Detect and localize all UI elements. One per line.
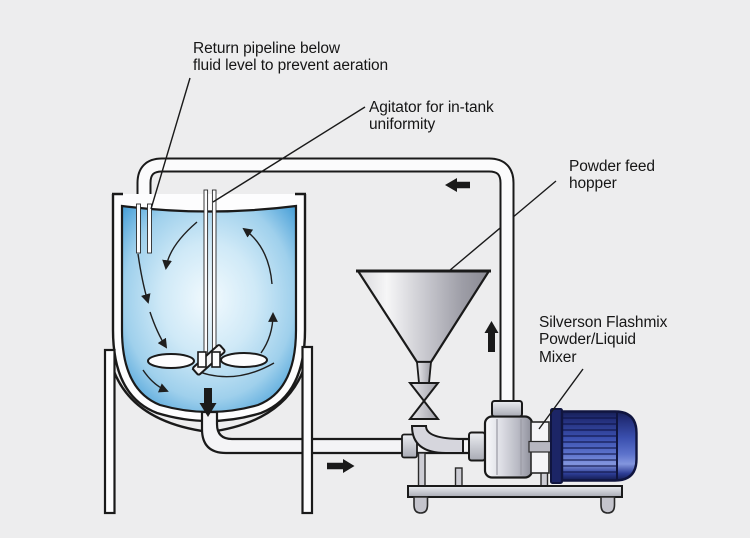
drive-shaft bbox=[528, 440, 552, 453]
flow-arrow-up-icon bbox=[484, 321, 499, 352]
label-return-pipeline-line1: Return pipeline below bbox=[193, 40, 340, 57]
label-agitator-line2: uniformity bbox=[369, 116, 436, 134]
circulation-arrow-down-left bbox=[162, 221, 198, 270]
label-return-pipeline: Return pipeline below fluid level to pre… bbox=[193, 40, 388, 75]
tank-leg-right bbox=[301, 345, 314, 515]
leader-line-agitator bbox=[212, 106, 366, 203]
flow-arrow-right-icon bbox=[327, 459, 355, 473]
circulation-arrow-up-right-2 bbox=[260, 312, 278, 354]
circulation-arrow-down-wall-2 bbox=[149, 311, 168, 349]
pump-inlet-flange bbox=[468, 431, 486, 462]
mixing-tank bbox=[111, 192, 307, 423]
dip-tube-wall bbox=[147, 203, 152, 254]
label-mixer-line2: Powder/Liquid bbox=[539, 331, 636, 349]
label-mixer-line3: Mixer bbox=[539, 348, 577, 366]
stand-post bbox=[417, 452, 426, 488]
base-foot bbox=[600, 496, 616, 514]
label-powder-hopper-line1: Powder feed bbox=[569, 158, 655, 175]
powder-feed-hopper bbox=[355, 269, 492, 454]
butterfly-valve-icon bbox=[407, 399, 441, 420]
tank-leg-left bbox=[103, 348, 116, 515]
label-powder-hopper: Powder feed hopper bbox=[569, 158, 655, 193]
hopper-funnel bbox=[355, 269, 492, 364]
circulation-arrow-down-wall bbox=[137, 253, 151, 304]
hopper-neck bbox=[416, 361, 432, 384]
label-agitator-line1: Agitator for in-tank bbox=[369, 99, 494, 116]
butterfly-valve-icon bbox=[407, 382, 441, 403]
pipe-coupling bbox=[401, 433, 418, 459]
return-pipe-dip-tube bbox=[136, 203, 152, 254]
motor-cooling-fins bbox=[563, 417, 617, 473]
leader-line-return-pipeline bbox=[150, 77, 191, 210]
agitator-shaft-wall bbox=[203, 189, 209, 357]
circulation-arrow-up-right bbox=[242, 227, 273, 285]
motor-flange bbox=[550, 408, 563, 484]
propeller-hub bbox=[211, 351, 221, 368]
label-agitator: Agitator for in-tank uniformity bbox=[369, 99, 494, 134]
return-pipeline-bore bbox=[138, 159, 513, 402]
propeller-hub bbox=[197, 351, 207, 368]
label-mixer-line1: Silverson Flashmix bbox=[539, 314, 668, 331]
flow-arrow-down-icon bbox=[199, 388, 217, 417]
pump-head bbox=[483, 415, 534, 479]
label-return-pipeline-line2: fluid level to prevent aeration bbox=[193, 57, 389, 75]
pump-outlet-flange bbox=[491, 400, 523, 418]
flashmix-mixer-unit bbox=[407, 400, 638, 514]
hopper-elbow-pipe bbox=[410, 425, 464, 454]
label-mixer: Silverson Flashmix Powder/Liquid Mixer bbox=[539, 314, 667, 366]
base-foot bbox=[413, 496, 429, 514]
agitator-shaft-wall bbox=[211, 189, 217, 357]
label-powder-hopper-line2: hopper bbox=[569, 175, 617, 193]
flow-arrow-left-icon bbox=[445, 178, 470, 192]
dip-tube-wall bbox=[136, 203, 141, 254]
propeller-blade-left bbox=[147, 353, 195, 369]
flow-arrows bbox=[199, 178, 499, 473]
circulation-arrow-bottom-left bbox=[142, 369, 169, 393]
base-plate bbox=[407, 485, 623, 498]
return-pipeline bbox=[136, 157, 515, 402]
stand-post bbox=[454, 467, 463, 488]
agitator bbox=[147, 189, 268, 376]
drive-motor bbox=[560, 410, 638, 482]
leader-line-mixer bbox=[538, 368, 584, 430]
propeller-blade-right bbox=[220, 352, 268, 368]
circulation-arrows bbox=[137, 221, 278, 393]
